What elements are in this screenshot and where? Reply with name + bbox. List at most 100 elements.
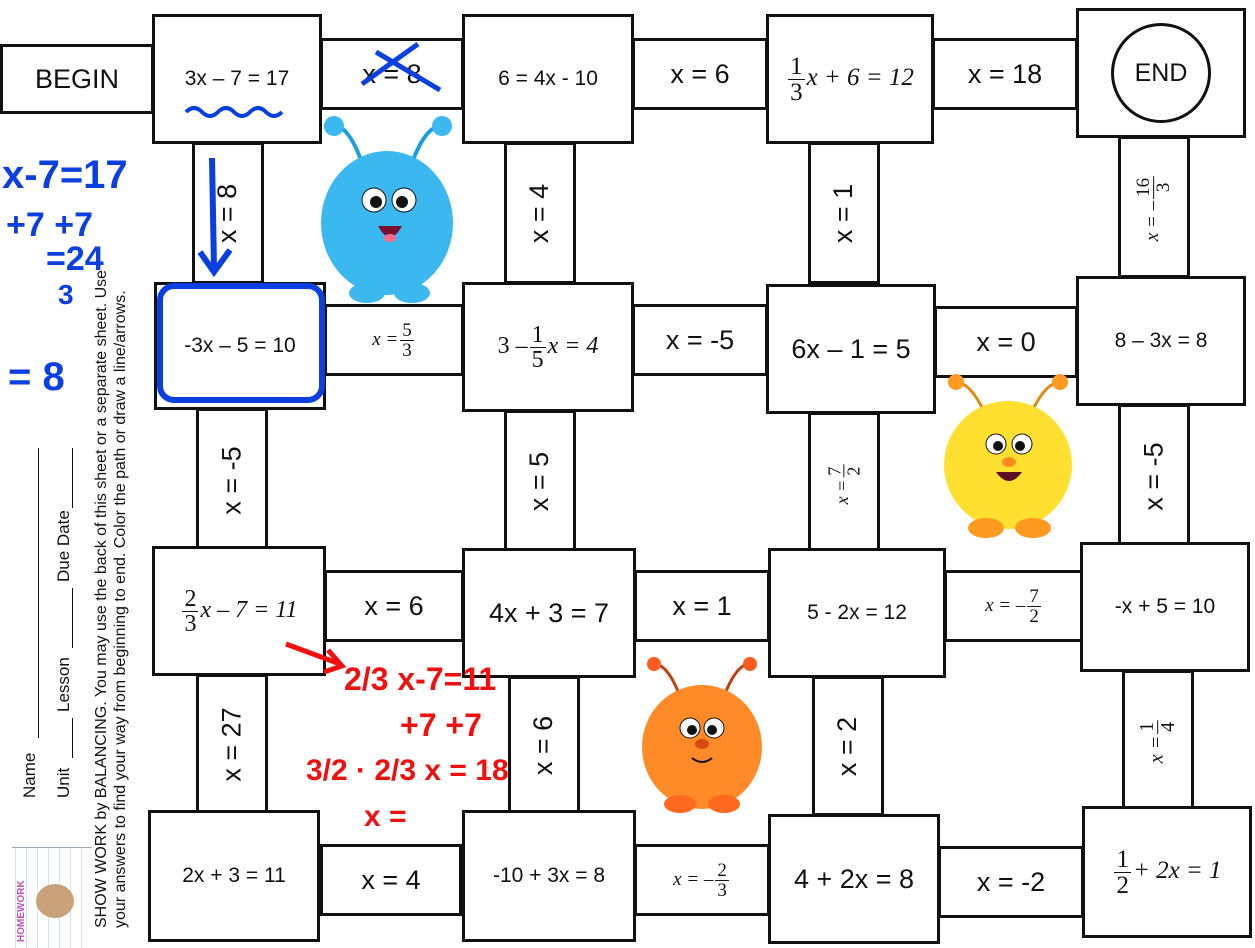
unit-label: Unit [54,767,73,798]
answer-v3b-text: x = 6 [528,715,559,775]
answer-h2c[interactable]: x = 0 [934,306,1078,378]
due-date-line [72,448,73,508]
cell-r1c2[interactable]: 6 = 4x - 10 [462,14,634,144]
answer-v2d[interactable]: x = -5 [1118,404,1190,548]
answer-v1b[interactable]: x = 4 [504,142,576,284]
equation-r2c2: 6x – 1 = 5 [791,333,911,364]
unit-line [72,718,73,758]
answer-h4c-text: x = -2 [976,866,1046,897]
equation-r2c0: -3x – 5 = 10 [184,334,296,357]
answer-h1c[interactable]: x = 18 [932,38,1078,110]
cell-r3c1[interactable]: 4x + 3 = 7 [462,548,636,678]
answer-v2b[interactable]: x = 5 [504,410,576,552]
end-box: END [1076,8,1246,138]
answer-v1a-text: x = 8 [212,183,243,243]
answer-v3b[interactable]: x = 6 [508,676,580,814]
equation-r1c1: 3x – 7 = 17 [184,67,290,90]
answer-h2c-text: x = 0 [976,326,1036,357]
lesson-line [72,588,73,648]
yellow-monster [944,374,1072,538]
red-work-4: x = [364,800,407,833]
answer-v2d-text: x = -5 [1138,441,1169,511]
equation-r3c2: 5 - 2x = 12 [807,601,907,624]
lesson-label: Lesson [54,657,73,712]
cell-r3c2[interactable]: 5 - 2x = 12 [768,548,946,678]
cell-r4c0[interactable]: 2x + 3 = 11 [148,810,320,942]
end-label: END [1134,58,1188,87]
answer-v3a[interactable]: x = 27 [196,674,268,814]
equation-r4c0: 2x + 3 = 11 [182,864,286,887]
red-work-2: +7 +7 [400,707,482,743]
answer-v3c[interactable]: x = 2 [812,676,884,816]
answer-v1c[interactable]: x = 1 [808,142,880,284]
answer-v2a-text: x = -5 [216,445,247,515]
answer-v1b-text: x = 4 [524,183,555,243]
end-circle: END [1111,23,1211,123]
answer-h4a-text: x = 4 [361,864,421,895]
equation-r3c1: 4x + 3 = 7 [488,597,610,628]
equation-r3c3: -x + 5 = 10 [1114,595,1216,618]
orange-monster [642,657,762,813]
answer-h4a[interactable]: x = 4 [320,844,462,916]
name-line [38,448,39,738]
answer-h1b[interactable]: x = 6 [632,38,768,110]
answer-h3b[interactable]: x = 1 [634,570,770,642]
cell-r4c1[interactable]: -10 + 3x = 8 [462,810,636,942]
answer-h1a-text: x = 8 [362,58,422,89]
equation-r4c1: -10 + 3x = 8 [492,864,606,887]
cell-r4c2[interactable]: 4 + 2x = 8 [768,814,940,944]
answer-h3a[interactable]: x = 6 [324,570,464,642]
equation-r1c2: 6 = 4x - 10 [498,67,598,90]
instructions-line-1: SHOW WORK by BALANCING. You may use the … [93,269,110,928]
avatar [36,884,74,918]
answer-h1a[interactable]: x = 8 [320,38,464,110]
red-arrow-head [323,648,347,675]
answer-h3b-text: x = 1 [672,590,732,621]
answer-h2b[interactable]: x = -5 [632,304,768,376]
answer-h2b-text: x = -5 [665,324,735,355]
homework-logo: HOMEWORK [16,880,27,942]
answer-h4c[interactable]: x = -2 [938,846,1084,918]
answer-h1c-text: x = 18 [967,58,1043,89]
answer-v2a[interactable]: x = -5 [196,408,268,552]
cell-r2c3[interactable]: 8 – 3x = 8 [1076,276,1246,406]
blue-monster [321,116,453,303]
cell-r1c1[interactable]: 3x – 7 = 17 [152,14,322,144]
cell-r3c3[interactable]: -x + 5 = 10 [1080,542,1250,672]
blue-work-4: 3 [58,279,74,310]
instructions-line-2: your answers to find your way from begin… [112,290,129,928]
blue-work-2: +7 +7 [6,206,93,244]
instructions: SHOW WORK by BALANCING. You may use the … [92,158,130,928]
cell-r2c0[interactable]: -3x – 5 = 10 [154,282,326,410]
answer-v3c-text: x = 2 [832,716,863,776]
answer-h3a-text: x = 6 [364,590,424,621]
cell-r2c2[interactable]: 6x – 1 = 5 [766,284,936,414]
homework-logo-area: HOMEWORK [12,847,92,948]
red-work-3: 3/2 · 2/3 x = 18 [306,754,509,787]
begin-label: BEGIN [34,63,120,94]
answer-v1c-text: x = 1 [828,183,859,243]
name-label: Name [20,752,39,798]
blue-work-5: = 8 [8,355,65,399]
answer-v1a[interactable]: x = 8 [192,142,264,284]
